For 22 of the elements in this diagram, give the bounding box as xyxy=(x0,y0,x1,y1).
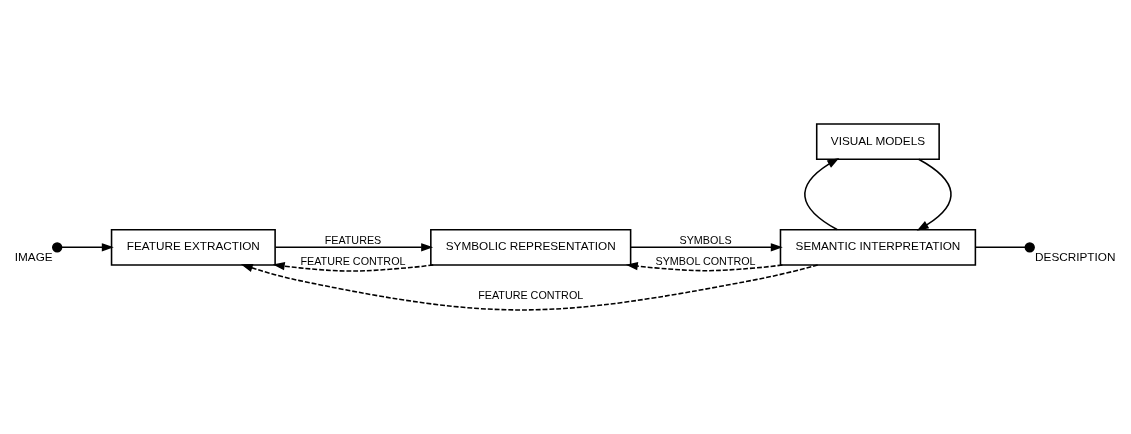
edge-label: SYMBOLS xyxy=(679,234,732,247)
node-circle xyxy=(52,242,63,253)
node-box: FEATURE EXTRACTION xyxy=(110,228,276,266)
edge-label: FEATURE CONTROL xyxy=(300,254,406,267)
node-box: SEMANTIC INTERPRETATION xyxy=(779,228,977,266)
arrow xyxy=(629,243,783,252)
arrow xyxy=(625,262,784,272)
edge-label: FEATURE CONTROL xyxy=(478,289,584,302)
arrow xyxy=(804,158,840,231)
arrow xyxy=(274,243,434,252)
arrow xyxy=(916,158,952,231)
node-box: SYMBOLIC REPRESENTATION xyxy=(430,228,632,266)
node-label: IMAGE xyxy=(14,250,53,264)
arrow xyxy=(272,262,435,272)
node-box: VISUAL MODELS xyxy=(815,123,940,160)
connector xyxy=(974,246,1026,249)
edge-label: FEATURES xyxy=(324,234,382,247)
arrow xyxy=(240,263,819,311)
node-label: DESCRIPTION xyxy=(1035,250,1116,264)
node-circle xyxy=(1024,242,1035,253)
edge-label: SYMBOL CONTROL xyxy=(655,254,756,267)
arrow xyxy=(60,243,114,252)
